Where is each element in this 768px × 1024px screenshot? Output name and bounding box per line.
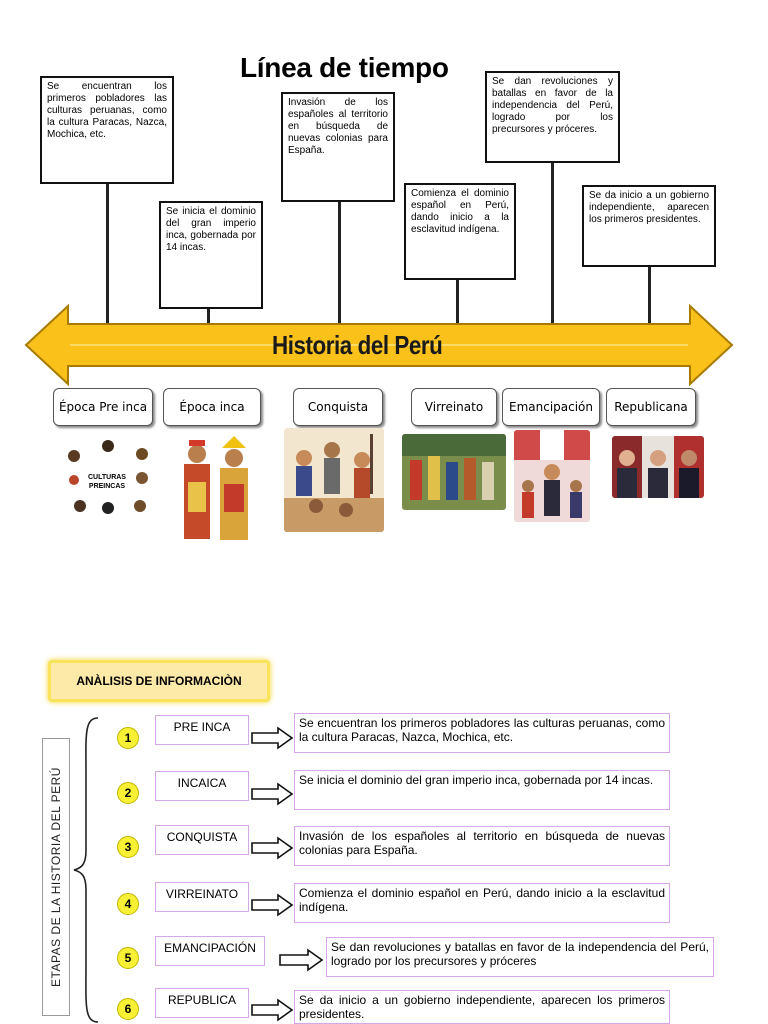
stage-description: Comienza el dominio español en Perú, dan…	[294, 883, 670, 923]
stem-emancipacion	[551, 163, 554, 326]
curly-brace	[73, 717, 99, 1023]
stage-description: Se inicia el dominio del gran imperio in…	[294, 770, 670, 810]
stages-side-label-box: ETAPAS DE LA HISTORIA DEL PERÚ	[42, 738, 70, 1016]
arrow-right-icon	[251, 893, 294, 917]
stage-number: 3	[117, 836, 139, 858]
stage-number: 5	[117, 947, 139, 969]
era-virreinato: Virreinato	[411, 388, 497, 426]
note-inca: Se inicia el dominio del gran imperio in…	[159, 201, 263, 309]
stage-label: CONQUISTA	[155, 825, 249, 855]
republicana-image	[612, 436, 704, 498]
arrow-right-icon	[279, 948, 324, 972]
stage-label: EMANCIPACIÓN	[155, 936, 265, 966]
arrow-right-icon	[251, 726, 294, 750]
stage-description: Se dan revoluciones y batallas en favor …	[326, 937, 714, 977]
timeline-title: Línea de tiempo	[240, 52, 449, 83]
note-preinca: Se encuentran los primeros pobladores la…	[40, 76, 174, 184]
arrow-right-icon	[251, 782, 294, 806]
stage-label: PRE INCA	[155, 715, 249, 745]
stage-description: Invasión de los españoles al territorio …	[294, 826, 670, 866]
stem-inca	[207, 309, 210, 326]
analysis-heading: ANÀLISIS DE INFORMACIÒN	[48, 660, 270, 702]
arrow-right-icon	[251, 836, 294, 860]
conquista-image	[284, 428, 384, 532]
era-preinca: Época Pre inca	[53, 388, 153, 426]
stages-side-label: ETAPAS DE LA HISTORIA DEL PERÚ	[49, 767, 63, 987]
preinca-cultures-image: CULTURAS PREINCAS	[60, 436, 155, 518]
era-conquista: Conquista	[293, 388, 383, 426]
stage-number: 4	[117, 893, 139, 915]
note-emancipacion: Se dan revoluciones y batallas en favor …	[485, 71, 620, 163]
stage-label: VIRREINATO	[155, 882, 249, 912]
stem-preinca	[106, 184, 109, 326]
era-republicana: Republicana	[606, 388, 696, 426]
inca-couple-image	[176, 434, 256, 544]
timeline-banner-title: Historia del Perú	[272, 330, 443, 360]
stem-conquista	[338, 202, 341, 326]
stage-label: INCAICA	[155, 771, 249, 801]
stage-description: Se da inicio a un gobierno independiente…	[294, 990, 670, 1024]
preinca-caption-1: CULTURAS	[88, 474, 126, 481]
era-inca: Época inca	[163, 388, 261, 426]
arrow-right-icon	[251, 998, 294, 1022]
stage-number: 2	[117, 782, 139, 804]
stem-virreinato	[456, 280, 459, 326]
stage-label: REPUBLICA	[155, 988, 249, 1018]
virreinato-image	[402, 434, 506, 510]
preinca-caption-2: PREINCAS	[89, 483, 126, 490]
note-republicana: Se da inicio a un gobierno independiente…	[582, 185, 716, 267]
stage-number: 1	[117, 727, 139, 749]
timeline-arrow	[24, 304, 734, 386]
note-virreinato: Comienza el dominio español en Perú, dan…	[404, 183, 516, 280]
era-emancipacion: Emancipación	[502, 388, 600, 426]
emancipacion-image	[514, 430, 590, 522]
stage-number: 6	[117, 998, 139, 1020]
stage-description: Se encuentran los primeros pobladores la…	[294, 713, 670, 753]
stem-republicana	[648, 267, 651, 326]
note-conquista: Invasión de los españoles al territorio …	[281, 92, 395, 202]
